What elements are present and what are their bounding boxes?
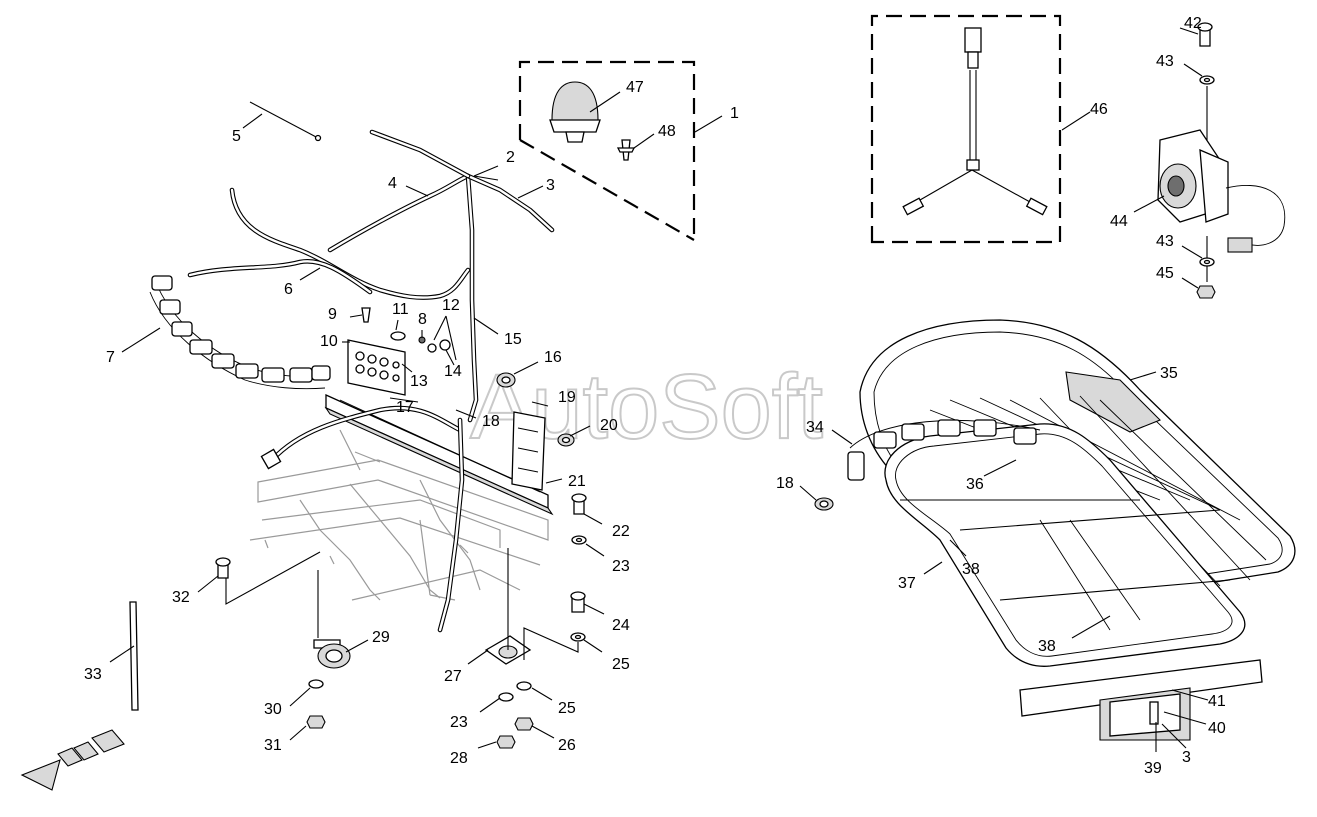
callout-c1: 1 [730, 105, 739, 122]
beacon-kit [518, 60, 696, 241]
wiring-harness [187, 101, 555, 633]
callout-c46: 46 [1090, 101, 1108, 118]
callout-c35: 35 [1160, 365, 1178, 382]
fasteners-left [129, 493, 587, 749]
callout-c31: 31 [264, 737, 282, 754]
callout-c39: 39 [1144, 760, 1162, 777]
callout-c30: 30 [264, 701, 282, 718]
callout-c11: 11 [392, 301, 409, 318]
roof-light-bar [847, 419, 1041, 481]
callout-c14: 14 [444, 363, 462, 380]
callout-c4: 4 [388, 175, 397, 192]
callout-c44: 44 [1110, 213, 1128, 230]
light-bar [149, 275, 331, 390]
callout-c27: 27 [444, 668, 462, 685]
callout-c25a: 25 [612, 656, 630, 673]
callout-c40: 40 [1208, 720, 1226, 737]
harness-adapter-kit [870, 14, 1062, 244]
callout-c18b: 18 [776, 475, 794, 492]
cab-mount-rail [324, 393, 554, 516]
callout-c23a: 23 [612, 558, 630, 575]
front-direction-arrow [20, 729, 125, 791]
callout-c13: 13 [410, 373, 428, 390]
backup-alarm [1157, 22, 1286, 299]
callout-c20: 20 [600, 417, 618, 434]
callout-c21: 21 [568, 473, 586, 490]
callout-c16: 16 [544, 349, 562, 366]
cab-floor-tray [884, 423, 1246, 667]
callout-c23b: 23 [450, 714, 468, 731]
callout-c22: 22 [612, 523, 630, 540]
callout-c36: 36 [966, 476, 984, 493]
callout-c38a: 38 [962, 561, 980, 578]
callout-c7: 7 [106, 349, 115, 366]
callout-c47: 47 [626, 79, 644, 96]
callout-c15: 15 [504, 331, 522, 348]
callout-c3: 3 [546, 177, 555, 194]
callout-c10: 10 [320, 333, 338, 350]
callout-c43a: 43 [1156, 53, 1174, 70]
callout-c28: 28 [450, 750, 468, 767]
callout-c2: 2 [506, 149, 515, 166]
callout-c3b: 3 [1182, 749, 1191, 766]
callout-c41: 41 [1208, 693, 1226, 710]
callout-c48: 48 [658, 123, 676, 140]
callout-c6: 6 [284, 281, 293, 298]
callout-c33: 33 [84, 666, 102, 683]
callout-c45: 45 [1156, 265, 1174, 282]
callout-c18a: 18 [482, 413, 500, 430]
callout-c29: 29 [372, 629, 390, 646]
callout-c38b: 38 [1038, 638, 1056, 655]
callout-c8: 8 [418, 311, 427, 328]
callout-c5: 5 [232, 128, 241, 145]
callout-c32: 32 [172, 589, 190, 606]
callout-c43b: 43 [1156, 233, 1174, 250]
callout-c25b: 25 [558, 700, 576, 717]
callout-c9: 9 [328, 306, 337, 323]
small-components [361, 307, 575, 491]
rear-bracket [1019, 659, 1263, 741]
callout-c17: 17 [396, 399, 414, 416]
callout-c19: 19 [558, 389, 576, 406]
callout-c12: 12 [442, 297, 460, 314]
callout-c34: 34 [806, 419, 824, 436]
callout-c26: 26 [558, 737, 576, 754]
leader-lines [109, 27, 1209, 752]
control-panel [347, 339, 406, 396]
callout-c37: 37 [898, 575, 916, 592]
callout-c42: 42 [1184, 15, 1202, 32]
callout-c24: 24 [612, 617, 630, 634]
